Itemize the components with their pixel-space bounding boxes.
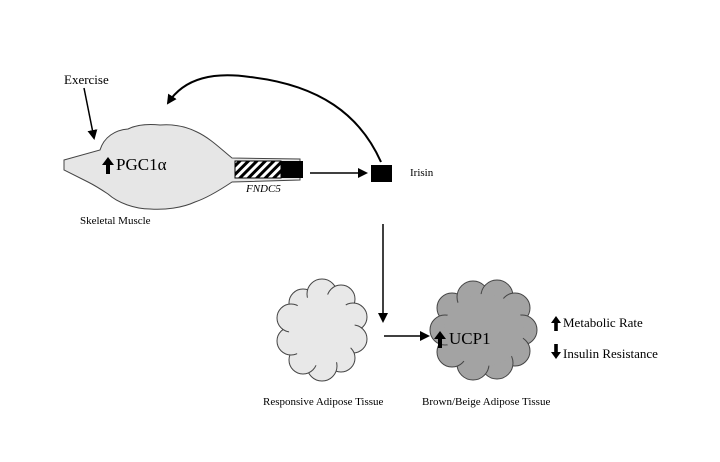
fndc5-hatched-segment [234, 160, 282, 179]
irisin-block [371, 165, 392, 182]
metabolic-rate-label: Metabolic Rate [563, 315, 643, 330]
pgc1a-label: PGC1α [116, 155, 167, 174]
fndc5-label: FNDC5 [246, 183, 281, 195]
down-arrow-icon [551, 344, 561, 359]
insulin-resistance-label: Insulin Resistance [563, 346, 658, 361]
irisin-feedback-arrow [166, 74, 382, 163]
responsive-adipose-cloud [276, 278, 368, 382]
skeletal-muscle-label: Skeletal Muscle [80, 215, 151, 227]
brown-adipose-label: Brown/Beige Adipose Tissue [422, 396, 551, 408]
fndc5-solid-segment [281, 161, 303, 178]
exercise-label: Exercise [64, 72, 109, 87]
irisin-label: Irisin [410, 167, 434, 179]
up-arrow-icon [434, 331, 446, 348]
exercise-arrow [83, 87, 98, 140]
up-arrow-icon [102, 157, 114, 174]
up-arrow-icon [551, 316, 561, 331]
skeletal-muscle-shape [63, 124, 301, 210]
responsive-adipose-label: Responsive Adipose Tissue [263, 396, 384, 408]
ucp1-label: UCP1 [449, 329, 491, 348]
